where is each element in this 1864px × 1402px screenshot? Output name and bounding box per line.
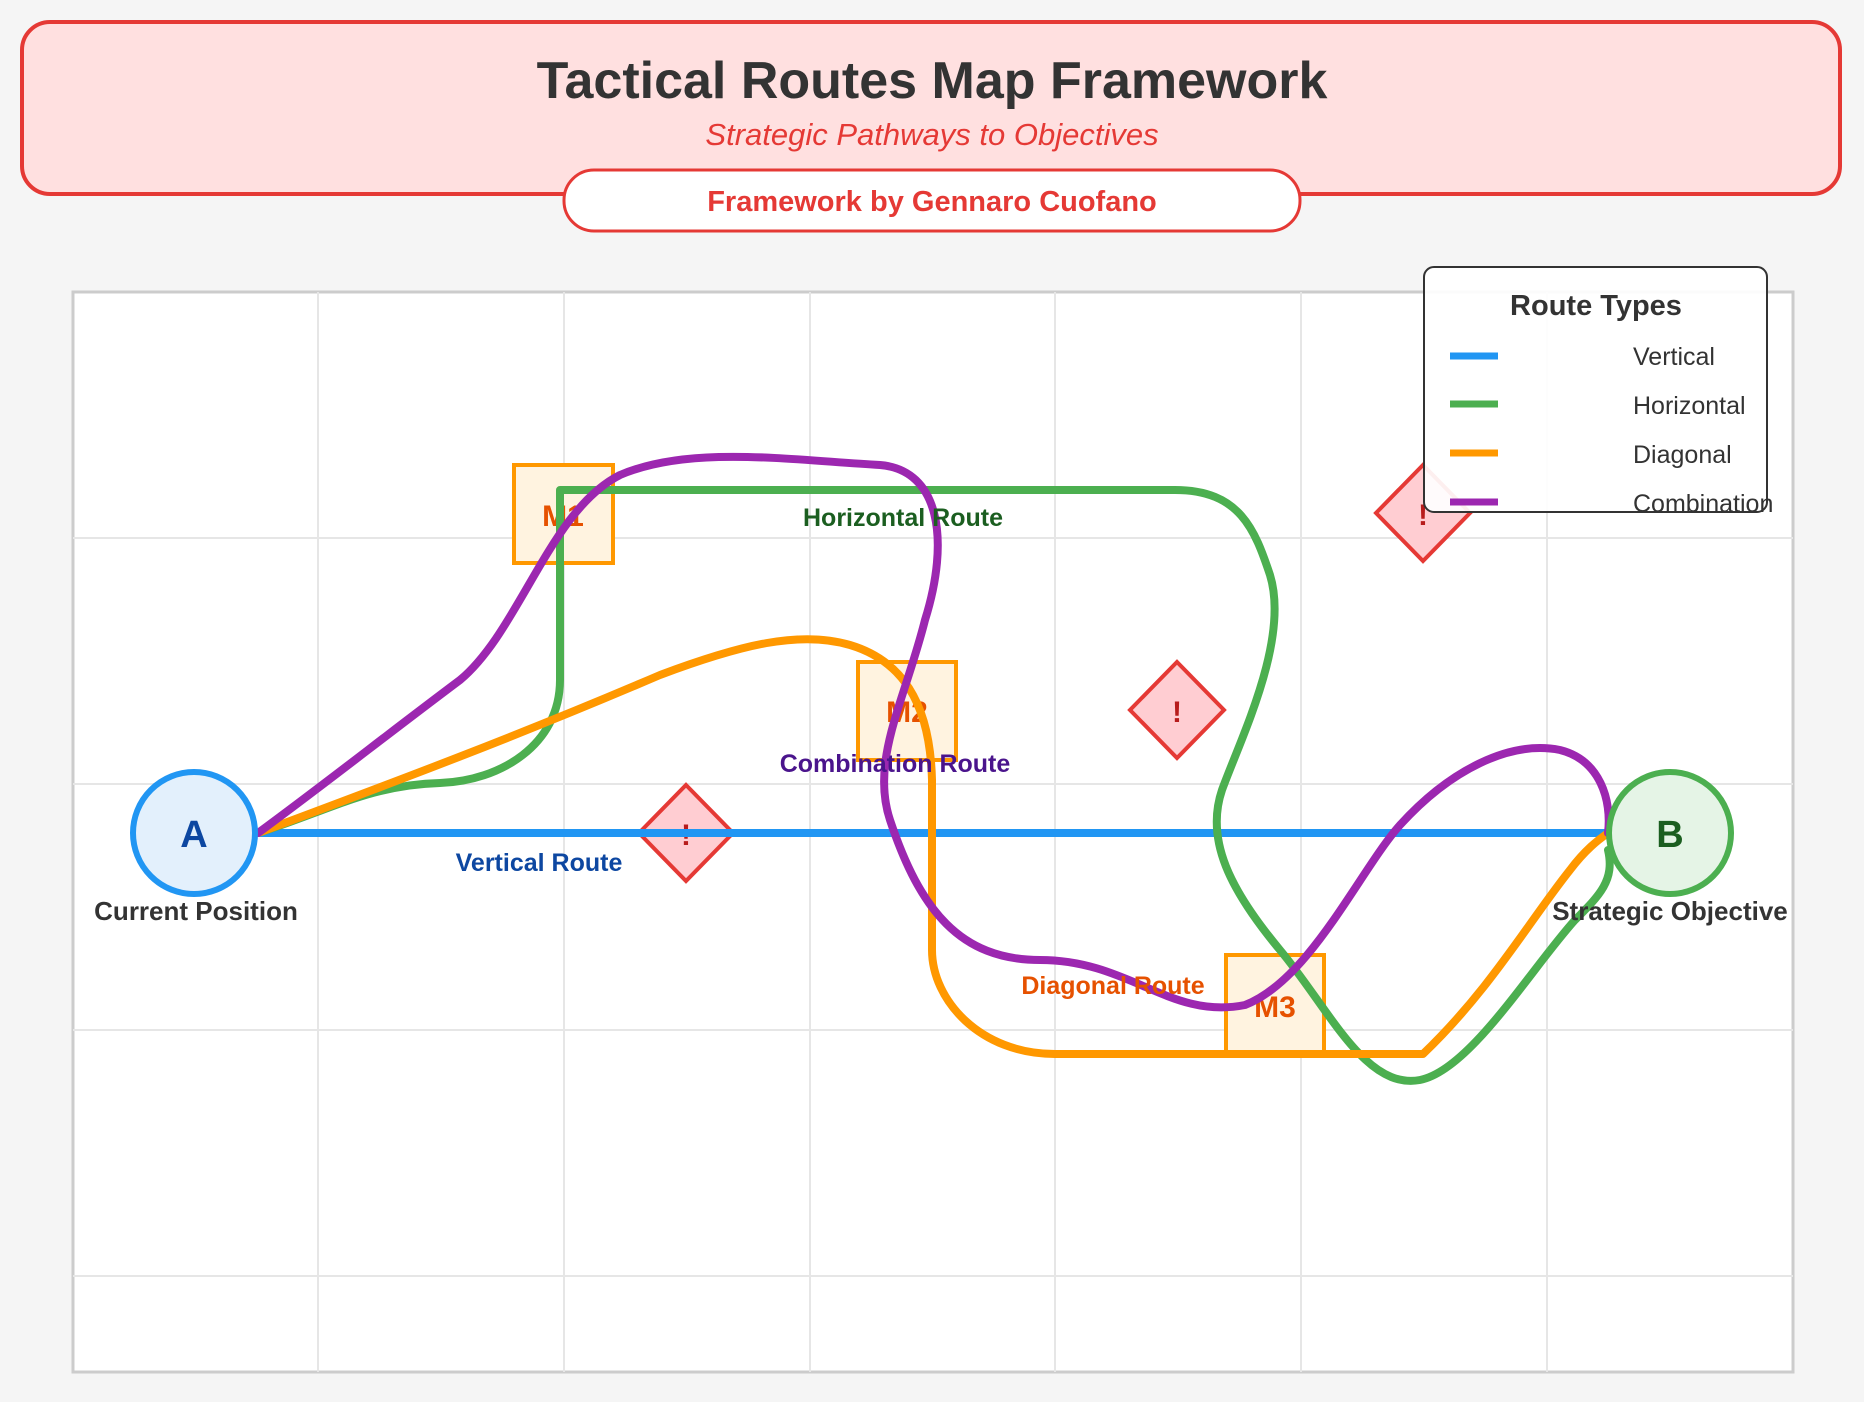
legend-label: Combination (1633, 490, 1773, 518)
vertical-route-label: Vertical Route (456, 849, 623, 877)
obstacle-marker[interactable]: ! (1127, 659, 1227, 761)
routes (254, 452, 1614, 1085)
diagonal-route-path[interactable] (254, 635, 1612, 1058)
end-node[interactable]: B Strategic Objective (1552, 769, 1788, 926)
end-letter: B (1656, 814, 1683, 856)
start-letter: A (180, 814, 207, 856)
horizontal-route-path[interactable] (254, 486, 1614, 1085)
start-node[interactable]: A Current Position (94, 769, 298, 926)
start-label: Current Position (94, 896, 298, 926)
start-circle (130, 769, 258, 897)
legend-label: Horizontal (1633, 392, 1746, 420)
end-label: Strategic Objective (1552, 896, 1788, 926)
diagonal-route-label: Diagonal Route (1021, 972, 1204, 1000)
legend-box (1423, 266, 1768, 513)
combination-route-path[interactable] (254, 452, 1613, 1012)
credit-badge (562, 168, 1302, 233)
obstacle-diamond (1127, 659, 1227, 761)
legend-item-combination[interactable]: Combination (1450, 490, 1773, 518)
warning-icon: ! (1418, 499, 1428, 532)
credit-text: Framework by Gennaro Cuofano (707, 186, 1157, 218)
legend-item-diagonal[interactable]: Diagonal (1450, 441, 1732, 469)
legend-label: Diagonal (1633, 441, 1732, 469)
legend-label: Vertical (1633, 343, 1715, 371)
horizontal-route-label: Horizontal Route (803, 504, 1003, 532)
page-title: Tactical Routes Map Framework (537, 52, 1328, 110)
header: Tactical Routes Map Framework Strategic … (20, 20, 1842, 233)
warning-icon: ! (1172, 696, 1182, 729)
combination-route-label: Combination Route (780, 750, 1011, 778)
end-circle (1606, 769, 1734, 897)
legend: Route Types Vertical Horizontal Diagonal… (1423, 266, 1773, 518)
route-labels: Vertical Route Horizontal Route Combinat… (456, 504, 1205, 1000)
legend-item-vertical[interactable]: Vertical (1450, 343, 1715, 371)
legend-item-horizontal[interactable]: Horizontal (1450, 392, 1746, 420)
page-subtitle: Strategic Pathways to Objectives (705, 117, 1158, 152)
legend-title: Route Types (1510, 290, 1682, 322)
